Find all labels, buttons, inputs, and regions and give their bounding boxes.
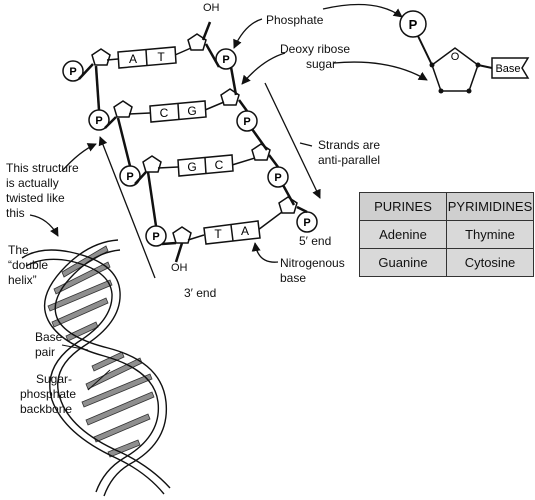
arrow-strand-right [264,82,321,199]
base-letter: G [187,160,196,174]
base-letter: C [215,158,224,172]
helix-rungs [47,245,155,458]
sugar-vertices [429,62,481,94]
phosphate-symbol: P [126,171,133,183]
helix-strand-b-edge2 [54,249,168,497]
table-cell: Guanine [359,248,447,277]
base-letter: T [214,227,222,241]
helix-label-lines [61,344,111,391]
oh-top-label: OH [203,2,220,14]
base-letter: A [241,224,249,238]
double-helix-label-2: “double [8,258,49,272]
legend-base-text: Base [495,63,520,75]
twisted-label-3: twisted like [6,191,65,205]
helix-strand-a-edge2 [25,258,165,495]
phosphate-symbol: P [69,66,76,78]
rungs [106,47,283,241]
phosphate-circles [62,10,427,247]
arrow-strands-are [299,142,313,147]
table-cell: Thymine [446,220,534,249]
base-letter: G [187,104,196,118]
three-prime-end-label: 3′ end [184,286,217,300]
backbone-label-1: Sugar- [36,372,73,386]
sugar-ring-left-2 [113,100,133,118]
phosphate-circle-legend [399,10,427,38]
arrow-phosphate-right [322,3,403,18]
purines-pyrimidines-table: PURINES PYRIMIDINES Adenine Thymine Guan… [359,192,534,277]
arrow-twisted-down [29,214,59,237]
label-arrows [29,3,428,279]
sugar-ring-left-3 [142,155,162,173]
twisted-label-4: this [6,206,25,220]
double-helix [21,239,171,497]
legend-bonds [417,35,493,69]
base-letter: T [157,50,165,64]
nitrogenous-label-2: base [280,271,307,285]
phosphate-symbol: P [274,172,281,184]
table-cell: Adenine [359,220,447,249]
legend-base-box [491,57,530,79]
table-cell: Cytosine [446,248,534,277]
backbone-label-2: phosphate [20,387,77,401]
deoxy-ribose-label-1: Deoxy ribose [280,42,351,56]
sugar-ring-right-4 [278,196,298,214]
base-letter: C [160,106,169,120]
arrow-sugar-left [241,52,286,85]
table-row: Adenine Thymine [359,220,534,249]
arrow-phosphate-left [233,18,263,49]
base-pair-label-1: Base [35,330,63,344]
twisted-label-2: is actually [6,176,59,190]
phosphate-symbol: P [409,17,418,32]
phosphate-circle-right-1 [215,48,237,70]
nitrogenous-label-1: Nitrogenous [280,256,345,270]
phosphate-label: Phosphate [266,13,324,27]
helix-strand-a-edge1 [21,249,171,489]
sugar-ring-left-4 [172,226,192,244]
base-letter: A [129,52,137,66]
phosphate-symbol: P [303,217,310,229]
sugar-oxygen-label: O [451,51,460,63]
backbone-label-3: backbone [20,402,73,416]
phosphate-symbol: P [152,231,159,243]
helix-strand-b-edge1 [43,239,160,493]
arrow-twisted [61,143,97,172]
oh-bottom-label: OH [171,262,188,274]
arrow-nitrogenous [251,242,279,263]
deoxy-ribose-label-2: sugar [306,57,337,71]
double-helix-label-3: helix” [8,273,37,287]
table-row: Guanine Cytosine [359,248,534,277]
sugar-ring-left-1 [91,48,111,66]
phosphate-symbols: P P P P P P P P P [69,17,417,243]
twisted-label-1: This structure [6,161,79,175]
phosphate-symbol: P [95,115,102,127]
base-pair-boxes [117,46,261,245]
strands-label-2: anti-parallel [318,153,381,167]
phosphate-circle-left-1 [62,60,84,82]
table-header-row: PURINES PYRIMIDINES [359,192,534,221]
base-letters: A T C G G C T A [129,50,249,241]
five-prime-end-label: 5′ end [299,234,332,248]
table-header-cell: PYRIMIDINES [446,192,534,221]
arrow-sugar-right [333,61,428,81]
base-pair-label-2: pair [35,345,56,359]
phosphate-symbol: P [243,116,250,128]
arrow-strand-left [98,136,156,279]
sugar-ring-legend [431,47,479,92]
double-helix-label-1: The [8,243,29,257]
backbone-bonds [78,21,308,263]
helix-strands [21,239,171,497]
phosphate-symbol: P [222,54,229,66]
strands-label-1: Strands are [318,138,381,152]
table-header-cell: PURINES [359,192,447,221]
